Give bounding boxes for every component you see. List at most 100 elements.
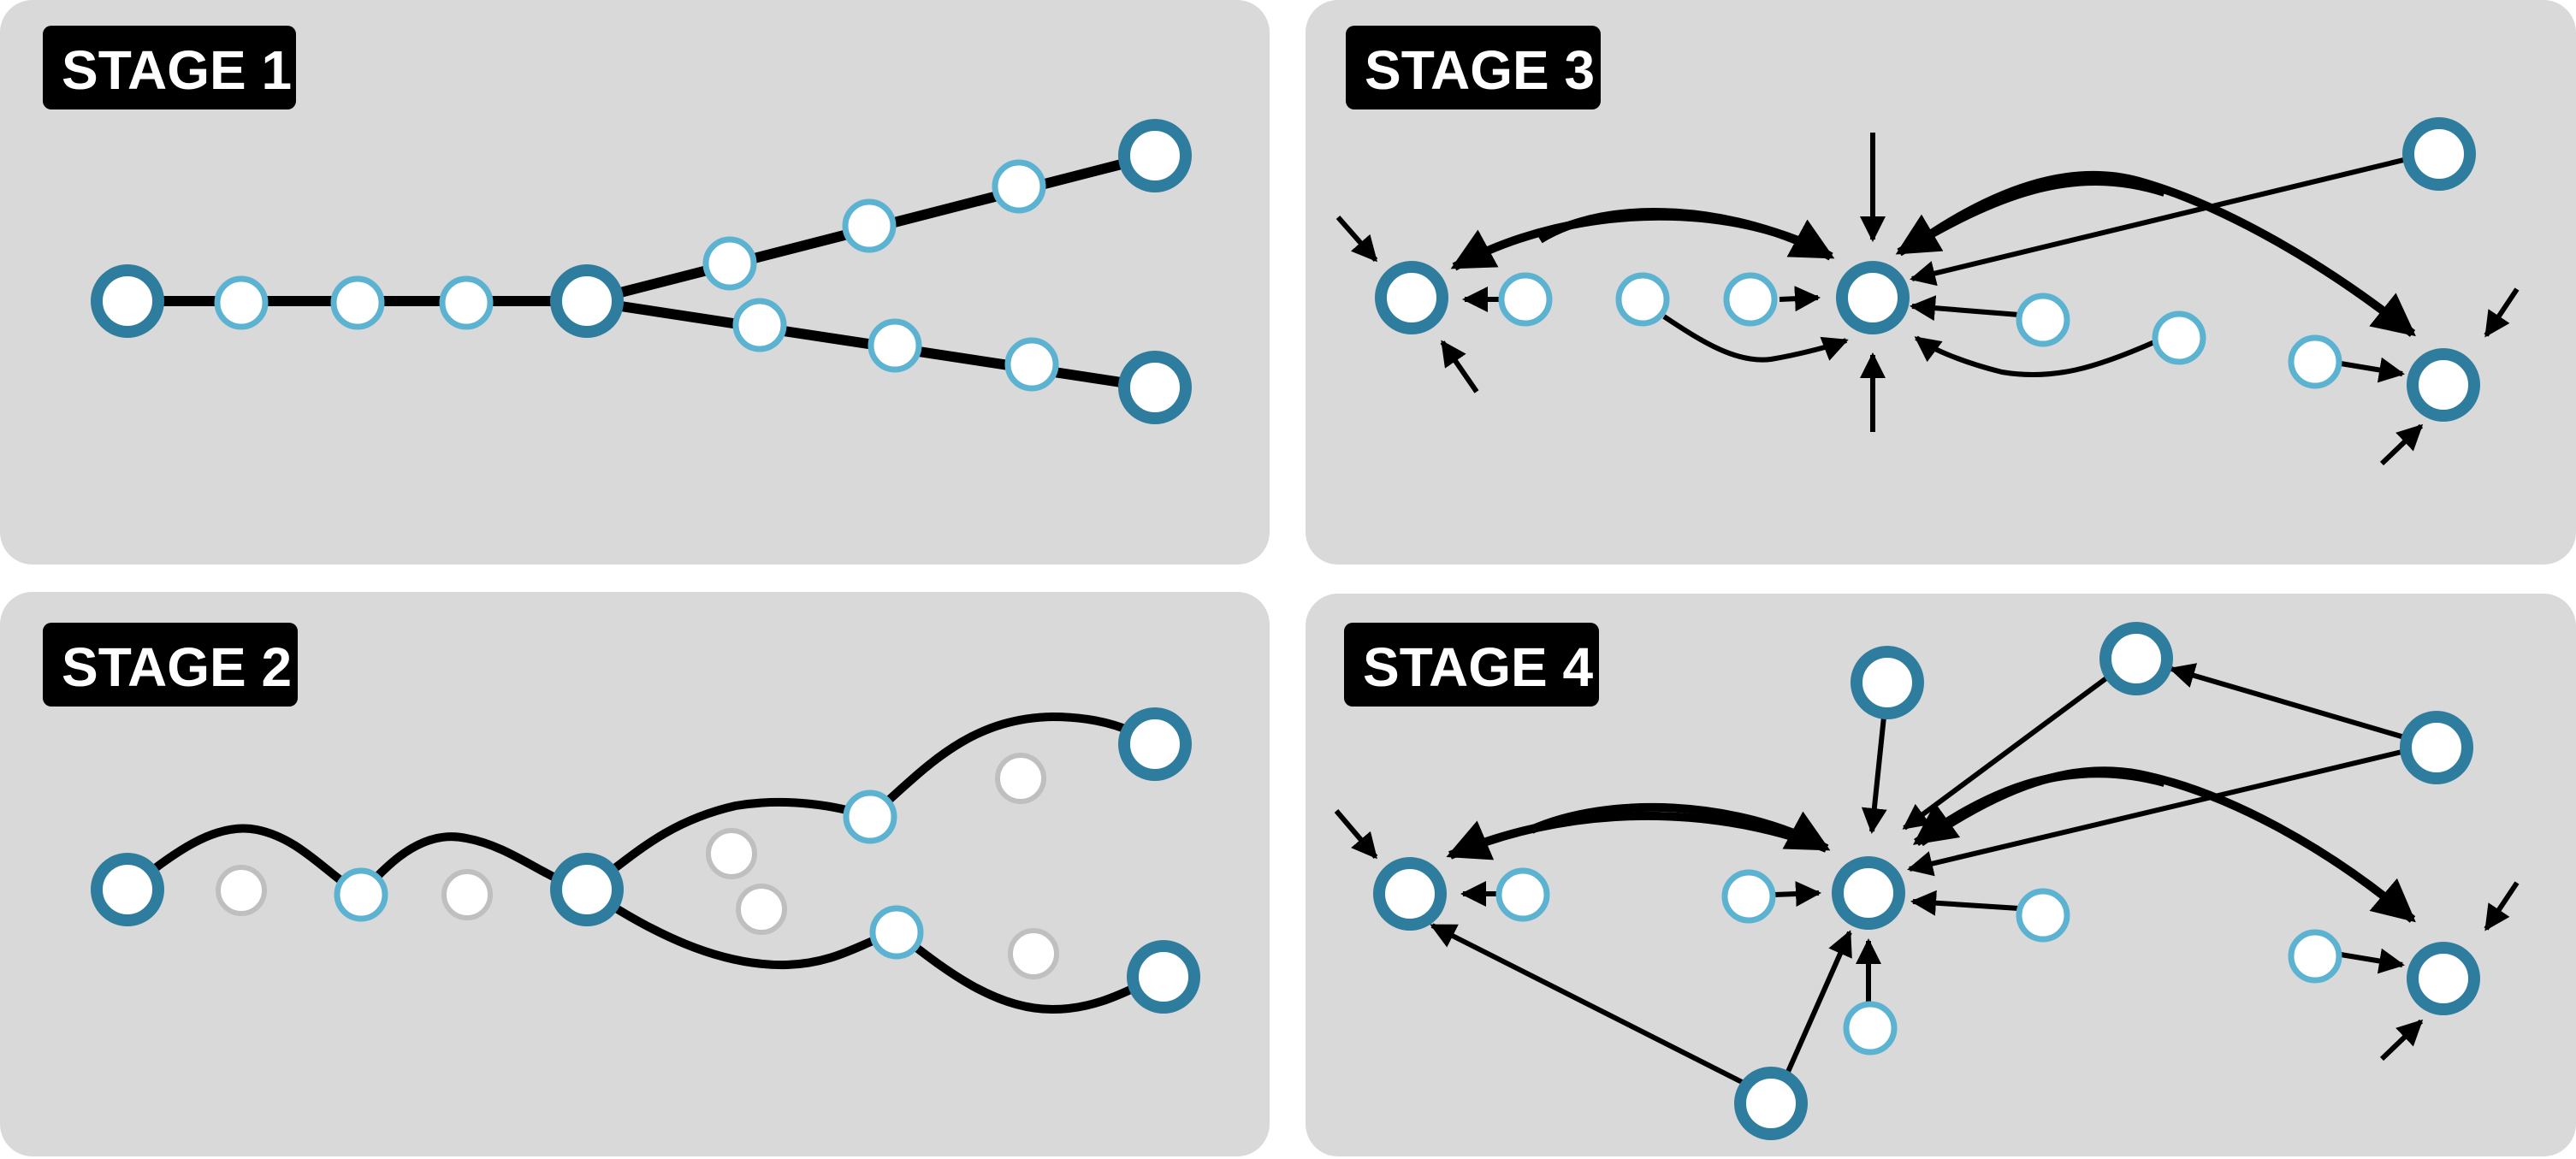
edge bbox=[1910, 155, 2415, 287]
panel-background bbox=[1306, 0, 2576, 565]
major-node bbox=[1375, 261, 1448, 334]
edges bbox=[1335, 133, 2520, 466]
edge bbox=[584, 885, 898, 970]
edge bbox=[1335, 216, 1378, 263]
edge bbox=[1529, 802, 1831, 853]
panel-stage-2: STAGE 2 bbox=[0, 592, 1270, 1156]
edge bbox=[1907, 747, 2413, 877]
minor-node bbox=[702, 236, 757, 291]
major-node bbox=[1734, 1067, 1808, 1140]
stage-label: STAGE 2 bbox=[62, 636, 292, 698]
minor-node bbox=[439, 275, 494, 330]
stage-label: STAGE 1 bbox=[62, 39, 292, 101]
minor-node bbox=[992, 159, 1046, 214]
nodes bbox=[91, 707, 1200, 1014]
major-node bbox=[91, 853, 164, 926]
major-node bbox=[2099, 622, 2173, 695]
stage-label-badge: STAGE 1 bbox=[43, 26, 296, 109]
edge bbox=[1912, 769, 2166, 847]
major-node bbox=[550, 853, 624, 926]
edge bbox=[1774, 881, 1821, 908]
edge bbox=[584, 797, 872, 894]
inactive-node bbox=[441, 869, 493, 920]
panel-background bbox=[1306, 594, 2576, 1156]
stage-label-badge: STAGE 2 bbox=[43, 623, 298, 707]
edge bbox=[1779, 286, 1821, 312]
minor-node bbox=[869, 905, 924, 960]
major-node bbox=[2402, 117, 2476, 191]
edge bbox=[124, 824, 364, 899]
minor-node bbox=[330, 275, 385, 330]
minor-node bbox=[214, 275, 269, 330]
edge bbox=[1440, 340, 1479, 393]
edge bbox=[1902, 671, 2115, 831]
panel-stage-4: STAGE 4 bbox=[1306, 594, 2576, 1156]
minor-node bbox=[1721, 869, 1776, 924]
major-node bbox=[2407, 942, 2480, 1015]
nodes bbox=[91, 119, 1192, 424]
edge bbox=[1861, 716, 1887, 834]
major-node bbox=[2407, 348, 2480, 422]
minor-node bbox=[1723, 272, 1778, 327]
edge bbox=[358, 832, 589, 898]
edge bbox=[1334, 809, 1378, 860]
edge bbox=[1430, 923, 1749, 1087]
edge bbox=[1914, 335, 2156, 378]
minor-node bbox=[334, 867, 388, 922]
major-node bbox=[1127, 940, 1200, 1014]
inactive-node bbox=[706, 828, 757, 879]
edge bbox=[2169, 663, 2417, 743]
major-node bbox=[1118, 119, 1192, 192]
minor-node bbox=[1004, 337, 1059, 392]
minor-node bbox=[732, 298, 787, 352]
edges bbox=[1334, 663, 2520, 1087]
edge bbox=[1537, 208, 1835, 261]
stage-label-badge: STAGE 3 bbox=[1346, 26, 1601, 109]
panel-background bbox=[0, 0, 1270, 565]
edge bbox=[2379, 1019, 2424, 1061]
major-node bbox=[91, 264, 164, 338]
minor-node bbox=[2016, 888, 2070, 943]
minor-node bbox=[2288, 334, 2342, 389]
inactive-node bbox=[995, 753, 1046, 804]
edge bbox=[1910, 295, 2020, 322]
minor-node bbox=[1498, 272, 1553, 327]
edge bbox=[2379, 423, 2424, 466]
major-node bbox=[1836, 261, 1910, 334]
edge bbox=[1662, 314, 1849, 363]
nodes bbox=[1375, 117, 2480, 422]
nodes bbox=[1373, 622, 2480, 1140]
edge bbox=[2484, 287, 2520, 338]
panel-background bbox=[0, 592, 1270, 1156]
minor-node bbox=[868, 318, 922, 373]
panel-stage-1: STAGE 1 bbox=[0, 0, 1270, 565]
edge bbox=[2340, 948, 2405, 974]
edge bbox=[2340, 357, 2405, 383]
inactive-node bbox=[216, 865, 267, 916]
edge bbox=[2484, 881, 2520, 931]
minor-node bbox=[1843, 1001, 1898, 1056]
stage-label-badge: STAGE 4 bbox=[1344, 623, 1599, 707]
minor-node bbox=[2152, 310, 2206, 365]
major-node bbox=[1832, 856, 1905, 930]
edge bbox=[1782, 930, 1852, 1081]
stage-label: STAGE 4 bbox=[1363, 636, 1594, 698]
major-node bbox=[1118, 351, 1192, 424]
minor-node bbox=[2016, 293, 2070, 347]
edge bbox=[1895, 177, 2166, 257]
major-node bbox=[1851, 646, 1924, 719]
major-node bbox=[1373, 857, 1447, 931]
edge bbox=[1910, 890, 2020, 916]
panel-stage-3: STAGE 3 bbox=[1306, 0, 2576, 565]
minor-node bbox=[2288, 929, 2342, 984]
stage-label: STAGE 3 bbox=[1365, 39, 1595, 101]
inactive-node bbox=[736, 884, 787, 935]
major-node bbox=[2400, 711, 2473, 784]
minor-node bbox=[1495, 867, 1550, 922]
minor-node bbox=[843, 789, 897, 844]
major-node bbox=[1118, 707, 1192, 781]
minor-node bbox=[1615, 272, 1670, 327]
inactive-node bbox=[1008, 928, 1059, 979]
major-node bbox=[550, 264, 624, 338]
